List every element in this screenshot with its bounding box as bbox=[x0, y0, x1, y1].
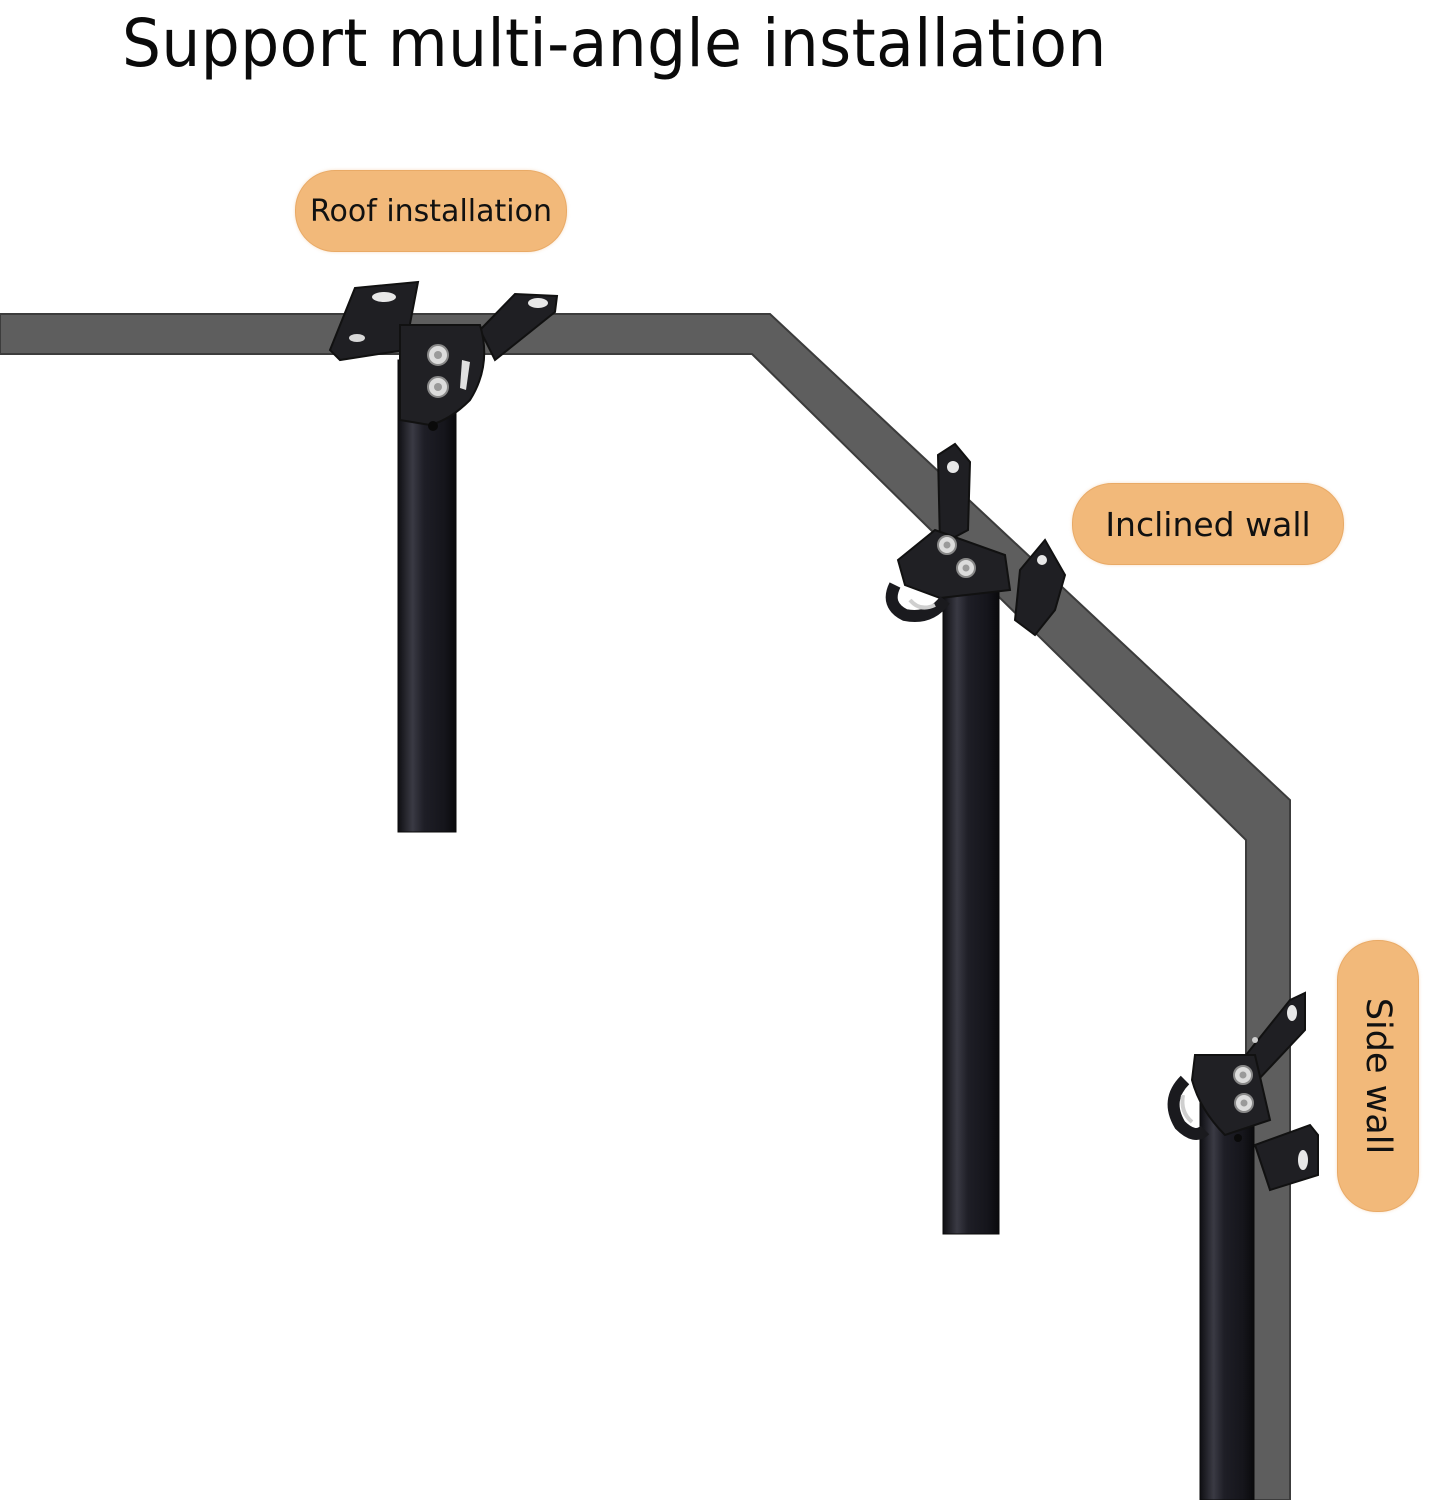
roof-mount bbox=[328, 280, 559, 833]
side-wall-text: Side wall bbox=[1358, 997, 1398, 1155]
inclined-wall-label: Inclined wall bbox=[1072, 483, 1344, 565]
roof-installation-label: Roof installation bbox=[295, 170, 567, 252]
page-title: Support multi-angle installation bbox=[122, 5, 1107, 82]
roof-installation-text: Roof installation bbox=[310, 193, 552, 229]
inclined-wall-mount bbox=[885, 442, 1067, 1235]
side-wall-label: Side wall bbox=[1337, 940, 1419, 1212]
inclined-wall-text: Inclined wall bbox=[1105, 504, 1311, 544]
side-wall-mount bbox=[1167, 991, 1319, 1500]
